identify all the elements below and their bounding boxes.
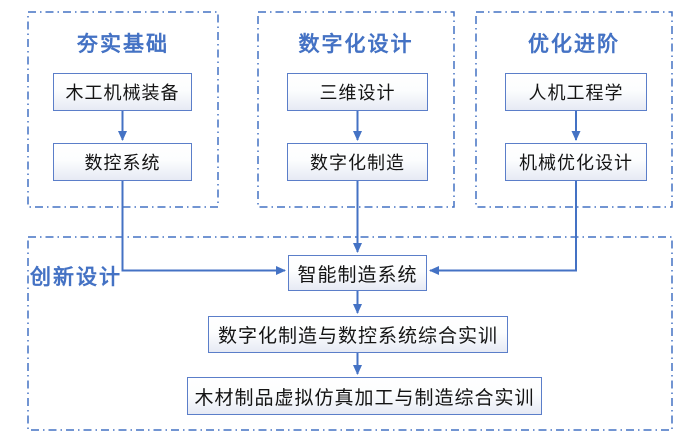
node-mechanical-optimization-design: 机械优化设计 <box>505 143 647 181</box>
group-title-innovation-design: 创新设计 <box>30 266 122 289</box>
group-box-digital-design <box>257 11 455 208</box>
node-cnc-system: 数控系统 <box>53 143 192 181</box>
node-digital-manufacturing: 数字化制造 <box>287 143 428 181</box>
group-title-foundation: 夯实基础 <box>77 33 169 56</box>
node-wood-product-virtual-simulation-training: 木材制品虚拟仿真加工与制造综合实训 <box>187 377 542 415</box>
node-ergonomics: 人机工程学 <box>505 73 647 111</box>
node-digital-mfg-cnc-comprehensive-training: 数字化制造与数控系统综合实训 <box>208 316 508 353</box>
arrow-cnc-to-intelligent-mfg <box>121 181 286 275</box>
node-3d-design: 三维设计 <box>287 73 428 111</box>
group-title-optimization: 优化进阶 <box>528 33 620 56</box>
group-title-digital-design: 数字化设计 <box>298 33 414 56</box>
node-intelligent-manufacturing-system: 智能制造系统 <box>288 255 427 291</box>
node-woodworking-machinery-equipment: 木工机械装备 <box>53 73 192 111</box>
group-box-innovation-design <box>27 236 673 431</box>
arrow-mech-optimization-to-intelligent-mfg <box>429 181 577 275</box>
group-box-optimization <box>475 11 673 208</box>
